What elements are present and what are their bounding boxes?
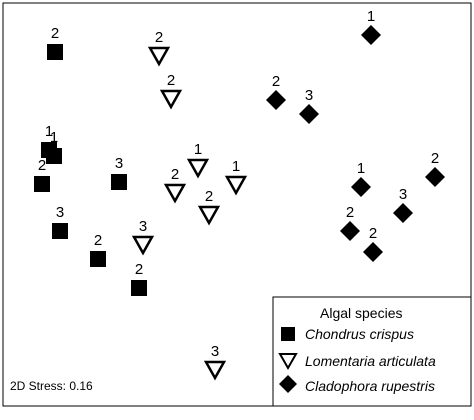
stress-label: 2D Stress: 0.16 <box>10 379 93 393</box>
legend-marker-triangle <box>278 353 298 371</box>
point-chondrus-crispus-5 <box>111 174 127 190</box>
point-cladophora-rupestris-3 <box>299 104 319 124</box>
point-cladophora-rupestris-5 <box>425 167 445 187</box>
point-label-cladophora-rupestris-1: 1 <box>367 8 375 25</box>
point-label-cladophora-rupestris-8: 2 <box>369 225 377 242</box>
point-label-lomentaria-articulata-5: 1 <box>232 158 240 175</box>
point-cladophora-rupestris-4 <box>351 177 371 197</box>
legend-marker-diamond <box>279 375 297 393</box>
point-label-cladophora-rupestris-7: 2 <box>346 204 354 221</box>
point-cladophora-rupestris-6 <box>393 203 413 223</box>
point-label-chondrus-crispus-6: 3 <box>56 204 64 221</box>
point-cladophora-rupestris-8 <box>363 242 383 262</box>
legend-item-cladophora: Cladophora rupestris <box>305 378 435 394</box>
point-label-chondrus-crispus-1: 2 <box>51 25 59 42</box>
point-chondrus-crispus-6 <box>52 223 68 239</box>
point-chondrus-crispus-4 <box>34 176 50 192</box>
plot-frame <box>2 2 472 407</box>
point-label-chondrus-crispus-7: 2 <box>94 232 102 249</box>
point-lomentaria-articulata-3 <box>186 158 210 179</box>
point-label-cladophora-rupestris-2: 2 <box>272 73 280 90</box>
legend-item-chondrus: Chondrus crispus <box>305 326 414 342</box>
point-label-cladophora-rupestris-3: 3 <box>305 87 313 104</box>
point-lomentaria-articulata-1 <box>147 46 171 67</box>
point-lomentaria-articulata-6 <box>197 205 221 226</box>
point-label-lomentaria-articulata-1: 2 <box>155 29 163 46</box>
legend: Algal species Chondrus crispus Lomentari… <box>272 296 472 407</box>
point-lomentaria-articulata-2 <box>159 89 183 110</box>
point-lomentaria-articulata-5 <box>224 175 248 196</box>
point-label-lomentaria-articulata-3: 1 <box>194 141 202 158</box>
point-chondrus-crispus-7 <box>90 251 106 267</box>
point-lomentaria-articulata-7 <box>131 235 155 256</box>
point-label-chondrus-crispus-5: 3 <box>115 155 123 172</box>
point-label-lomentaria-articulata-6: 2 <box>205 188 213 205</box>
legend-title: Algal species <box>320 305 403 321</box>
point-chondrus-crispus-3 <box>46 148 62 164</box>
point-cladophora-rupestris-2 <box>266 90 286 110</box>
point-lomentaria-articulata-4 <box>163 183 187 204</box>
point-cladophora-rupestris-7 <box>340 221 360 241</box>
point-cladophora-rupestris-1 <box>361 25 381 45</box>
legend-item-lomentaria: Lomentaria articulata <box>305 353 436 369</box>
legend-marker-square <box>281 327 295 341</box>
point-label-cladophora-rupestris-5: 2 <box>431 150 439 167</box>
point-lomentaria-articulata-8 <box>203 360 227 381</box>
point-label-lomentaria-articulata-8: 3 <box>211 343 219 360</box>
point-chondrus-crispus-1 <box>47 44 63 60</box>
point-label-chondrus-crispus-2: 1 <box>45 123 53 140</box>
point-label-lomentaria-articulata-2: 2 <box>167 72 175 89</box>
point-label-cladophora-rupestris-4: 1 <box>357 160 365 177</box>
point-label-lomentaria-articulata-7: 3 <box>139 218 147 235</box>
point-label-chondrus-crispus-8: 2 <box>135 261 143 278</box>
point-label-chondrus-crispus-3: 1 <box>50 129 58 146</box>
point-label-lomentaria-articulata-4: 2 <box>171 166 179 183</box>
legend-box <box>272 296 472 407</box>
point-label-cladophora-rupestris-6: 3 <box>399 186 407 203</box>
point-label-chondrus-crispus-4: 2 <box>38 157 46 174</box>
point-chondrus-crispus-8 <box>131 280 147 296</box>
